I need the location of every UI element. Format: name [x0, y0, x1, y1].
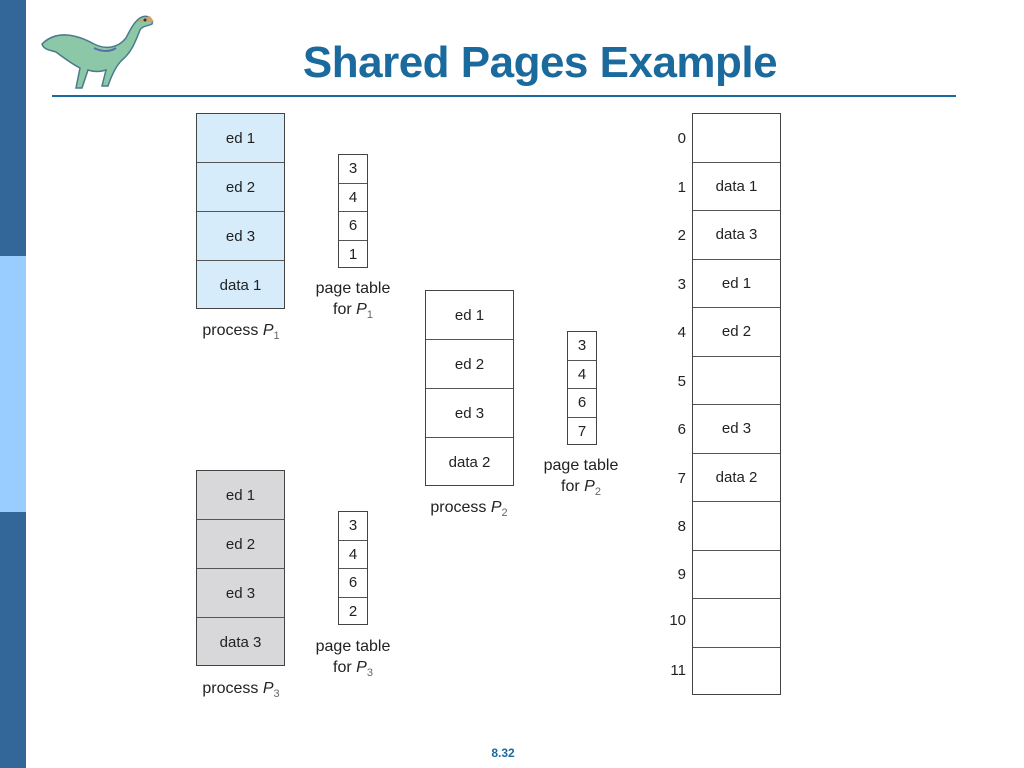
slide-number: 8.32	[491, 746, 515, 760]
frame-number: 1	[677, 179, 686, 196]
caption-line: page table	[543, 457, 619, 474]
page-table-p1: 3 4 6 1	[338, 154, 368, 268]
memory-frame: ed 2	[693, 308, 780, 357]
table-entry: 6	[339, 212, 367, 241]
frame-number: 9	[677, 566, 686, 583]
caption-text: process	[202, 680, 259, 697]
process-p3-caption: process P3	[186, 678, 296, 705]
process-p1-caption: process P1	[186, 320, 296, 347]
memory-frame	[693, 502, 780, 551]
table-entry: 7	[577, 423, 587, 441]
caption-text: for	[333, 301, 352, 318]
frame-number: 11	[670, 662, 686, 679]
table-entry: 2	[348, 603, 358, 621]
caption-line: page table	[315, 638, 391, 655]
page-cell: data 3	[219, 634, 262, 651]
caption-line: page table	[315, 280, 391, 297]
frame-number: 2	[677, 227, 686, 244]
caption-letter: P	[262, 680, 274, 697]
frame-number: 8	[677, 518, 686, 535]
table-entry: 4	[568, 361, 596, 389]
caption-subscript: 3	[273, 688, 280, 700]
process-p1-pages: ed 1 ed 2 ed 3 data 1	[196, 113, 285, 309]
page-cell: ed 2	[197, 163, 284, 212]
table-entry: 4	[339, 184, 367, 212]
title-divider	[52, 95, 956, 97]
process-p3-pages: ed 1 ed 2 ed 3 data 3	[196, 470, 285, 666]
page-table-p2-caption: page table for P2	[531, 455, 631, 503]
memory-frame	[693, 599, 780, 648]
memory-frame	[693, 114, 780, 163]
caption-subscript: 3	[366, 667, 373, 679]
caption-text: for	[561, 478, 580, 495]
caption-subscript: 1	[273, 330, 280, 342]
caption-letter: P	[356, 659, 367, 676]
page-cell: ed 1	[197, 471, 284, 520]
frame-number: 4	[677, 324, 686, 341]
page-cell: ed 1	[197, 114, 284, 163]
page-table-p3: 3 4 6 2	[338, 511, 368, 625]
slide-sidebar	[0, 0, 26, 768]
frame-number: 6	[677, 421, 686, 438]
table-entry: 3	[568, 332, 596, 361]
dinosaur-icon	[41, 15, 154, 89]
page-cell: ed 3	[197, 212, 284, 261]
memory-frame: data 2	[693, 454, 780, 502]
caption-letter: P	[490, 499, 502, 516]
memory-frame: data 3	[693, 211, 780, 260]
caption-text: for	[333, 659, 352, 676]
frame-number: 10	[669, 612, 686, 629]
slide-title: Shared Pages Example	[302, 38, 778, 87]
caption-text: process	[430, 499, 487, 516]
frame-number: 3	[677, 276, 686, 293]
memory-frame	[693, 648, 780, 697]
memory-frame: data 1	[693, 163, 780, 211]
memory-frame: ed 3	[693, 405, 780, 454]
table-entry: 4	[339, 541, 367, 569]
page-cell: ed 1	[426, 291, 513, 340]
page-table-p1-caption: page table for P1	[303, 278, 403, 326]
frame-number: 5	[677, 373, 686, 390]
physical-memory: data 1 data 3 ed 1 ed 2 ed 3 data 2	[692, 113, 781, 695]
caption-letter: P	[262, 322, 274, 339]
table-entry: 3	[339, 512, 367, 541]
caption-text: process	[202, 322, 259, 339]
page-table-p3-caption: page table for P3	[303, 636, 403, 684]
sidebar-accent	[0, 256, 26, 512]
process-p2-caption: process P2	[414, 497, 524, 524]
page-cell: data 1	[219, 277, 262, 294]
page-cell: data 2	[448, 454, 491, 471]
caption-letter: P	[356, 301, 367, 318]
caption-letter: P	[584, 478, 595, 495]
caption-subscript: 1	[366, 309, 373, 321]
table-entry: 6	[339, 569, 367, 598]
caption-subscript: 2	[501, 507, 508, 519]
page-cell: ed 2	[426, 340, 513, 389]
page-cell: ed 2	[197, 520, 284, 569]
memory-frame	[693, 357, 780, 405]
table-entry: 1	[348, 246, 358, 264]
memory-frame: ed 1	[693, 260, 780, 308]
table-entry: 6	[568, 389, 596, 418]
frame-number: 0	[677, 130, 686, 147]
memory-frame	[693, 551, 780, 599]
page-cell: ed 3	[197, 569, 284, 618]
page-table-p2: 3 4 6 7	[567, 331, 597, 445]
table-entry: 3	[339, 155, 367, 184]
page-cell: ed 3	[426, 389, 513, 438]
process-p2-pages: ed 1 ed 2 ed 3 data 2	[425, 290, 514, 486]
frame-number: 7	[677, 470, 686, 487]
caption-subscript: 2	[594, 486, 601, 498]
